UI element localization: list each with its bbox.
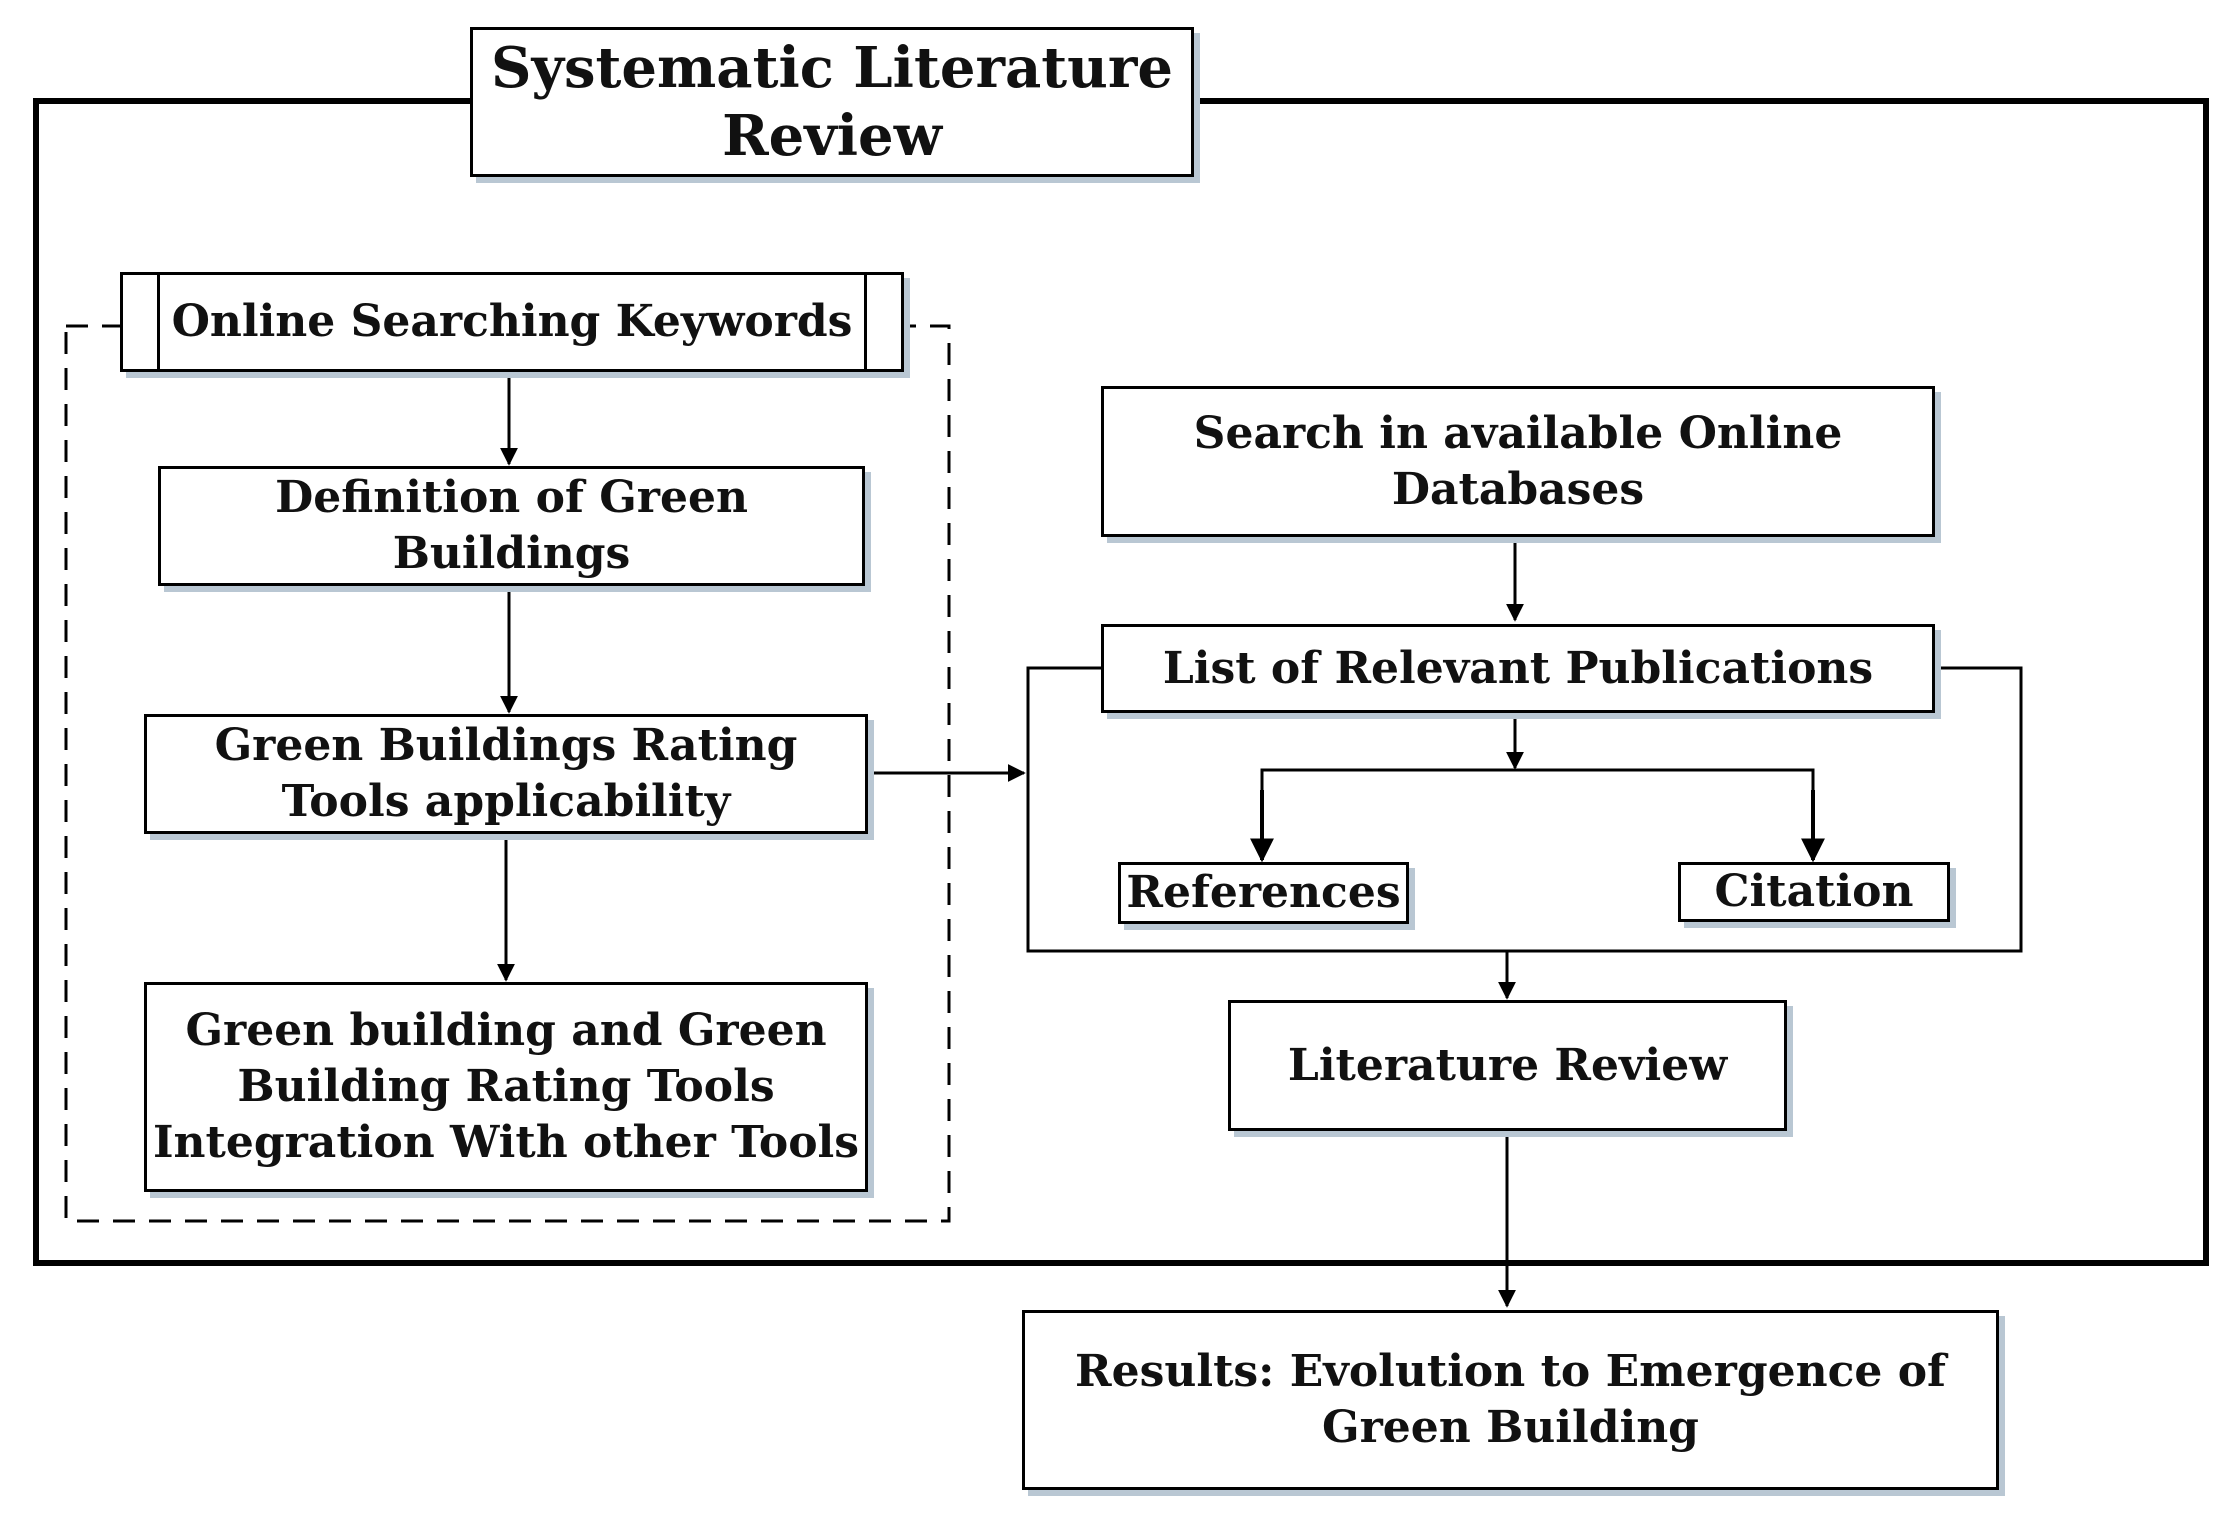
citation-label: Citation <box>1714 866 1914 917</box>
references-node: References <box>1118 862 1409 924</box>
rating-tools-label: Green Buildings Rating Tools applicabili… <box>214 720 798 827</box>
keywords-header-left-bar <box>157 275 160 369</box>
relevant-publications-label: List of Relevant Publications <box>1162 642 1874 694</box>
results-label: Results: Evolution to Emergence of Green… <box>1075 1346 1946 1453</box>
definition-label: Definition of Green Buildings <box>275 472 748 579</box>
search-databases-label: Search in available Online Databases <box>1193 407 1843 515</box>
references-label: References <box>1126 867 1401 918</box>
definition-node: Definition of Green Buildings <box>158 466 865 586</box>
literature-review-node: Literature Review <box>1228 1000 1787 1131</box>
rating-tools-node: Green Buildings Rating Tools applicabili… <box>144 714 868 834</box>
integration-node: Green building and Green Building Rating… <box>144 982 868 1192</box>
keywords-header-label: Online Searching Keywords <box>171 296 853 347</box>
citation-node: Citation <box>1678 862 1950 922</box>
search-databases-node: Search in available Online Databases <box>1101 386 1935 537</box>
literature-review-label: Literature Review <box>1287 1039 1728 1091</box>
results-node: Results: Evolution to Emergence of Green… <box>1022 1310 1999 1490</box>
integration-label: Green building and Green Building Rating… <box>152 1005 860 1168</box>
keywords-header-right-bar <box>864 275 867 369</box>
relevant-publications-node: List of Relevant Publications <box>1101 624 1935 713</box>
branch-line <box>1260 768 1815 858</box>
title-box: Systematic Literature Review <box>470 27 1194 177</box>
diagram-title: Systematic Literature Review <box>491 35 1173 169</box>
keywords-header-box: Online Searching Keywords <box>120 272 904 372</box>
